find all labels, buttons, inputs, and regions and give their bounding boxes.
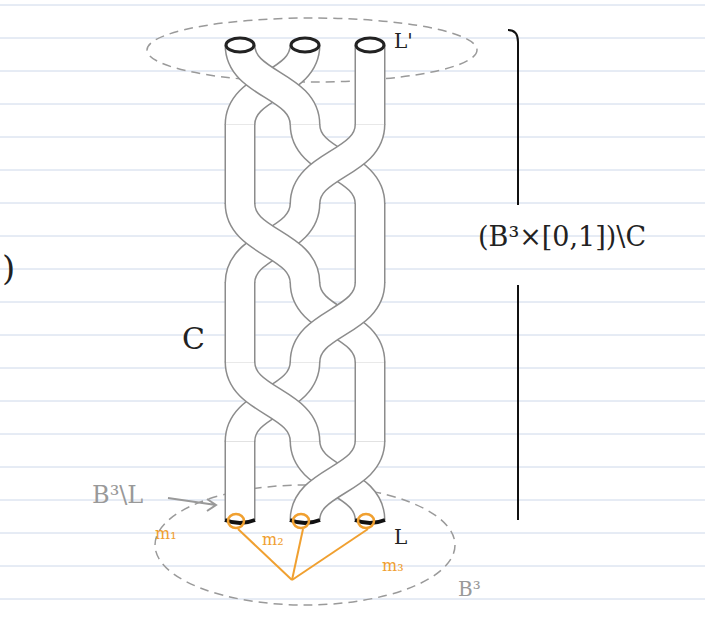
tube-body [226, 124, 254, 204]
tube-outline [240, 203, 305, 283]
tube-outline [305, 283, 370, 363]
tube-body [240, 203, 305, 283]
complement-label: (B³×[0,1])\C [478, 222, 646, 252]
meridian-label: m₁ [155, 525, 177, 543]
ruled-lines [0, 5, 705, 599]
tube-body [356, 45, 384, 125]
meridian-leader [238, 529, 292, 580]
tube-body [356, 203, 384, 283]
tube-outline [355, 45, 386, 125]
tube-body [240, 362, 305, 442]
ruled-line [0, 368, 705, 369]
tube-body [226, 441, 254, 520]
tube-outline [305, 124, 370, 204]
tube-outline [305, 283, 370, 363]
bracket [508, 30, 518, 520]
bottom-end [355, 520, 385, 523]
tube-outline [240, 45, 305, 125]
boundary-link-label: L' [394, 30, 413, 52]
top-ball [147, 18, 477, 82]
ruled-line [0, 533, 705, 534]
ruled-line [0, 269, 705, 270]
top-end [356, 38, 384, 52]
tube-body [305, 441, 370, 520]
meridian-label: m₃ [382, 557, 404, 575]
meridian-leader [292, 529, 368, 580]
tube-outline [240, 362, 305, 442]
ruled-line [0, 203, 705, 204]
ball-label: B³ [458, 578, 481, 600]
ruled-line [0, 566, 705, 567]
tube-body [305, 124, 370, 204]
tube-outline [240, 203, 305, 283]
tube-body [305, 283, 370, 363]
ruled-line [0, 434, 705, 435]
tube-body [305, 283, 370, 363]
meridian-label: m₂ [262, 531, 284, 549]
cut-off-bracket: ) [2, 250, 15, 287]
top-end [291, 38, 319, 52]
bottom-end [290, 520, 320, 523]
pointer-arrow [168, 498, 216, 511]
tube-body [305, 124, 370, 204]
tube-body [226, 283, 254, 363]
braid [225, 38, 385, 523]
ruled-line [0, 71, 705, 72]
link-label: L [394, 526, 407, 548]
meridian-loop [228, 514, 244, 528]
tube-outline [305, 124, 370, 204]
bottom-end [225, 520, 255, 523]
tube-outline [240, 45, 305, 125]
tube-outline [305, 441, 370, 520]
tube-body [240, 362, 305, 442]
tube-outline [225, 283, 256, 363]
meridians [228, 514, 374, 580]
tube-body [240, 45, 305, 125]
ruled-line [0, 5, 705, 6]
tube-outline [355, 362, 386, 442]
tube-outline [355, 203, 386, 283]
tube-outline [305, 441, 370, 520]
tube-body [240, 203, 305, 283]
top-end [226, 38, 254, 52]
tube-outline [225, 441, 256, 520]
ruled-line [0, 38, 705, 39]
meridian-leader [292, 529, 303, 580]
ruled-line [0, 599, 705, 600]
ruled-line [0, 104, 705, 105]
cobordism-label: C [182, 322, 205, 355]
tube-outline [225, 124, 256, 204]
tube-body [240, 45, 305, 125]
complement-label: B³\L [92, 482, 143, 508]
ruled-line [0, 401, 705, 402]
tube-body [305, 441, 370, 520]
tube-body [356, 362, 384, 442]
meridian-loop [358, 514, 374, 528]
meridian-loop [293, 514, 309, 528]
tube-outline [240, 362, 305, 442]
